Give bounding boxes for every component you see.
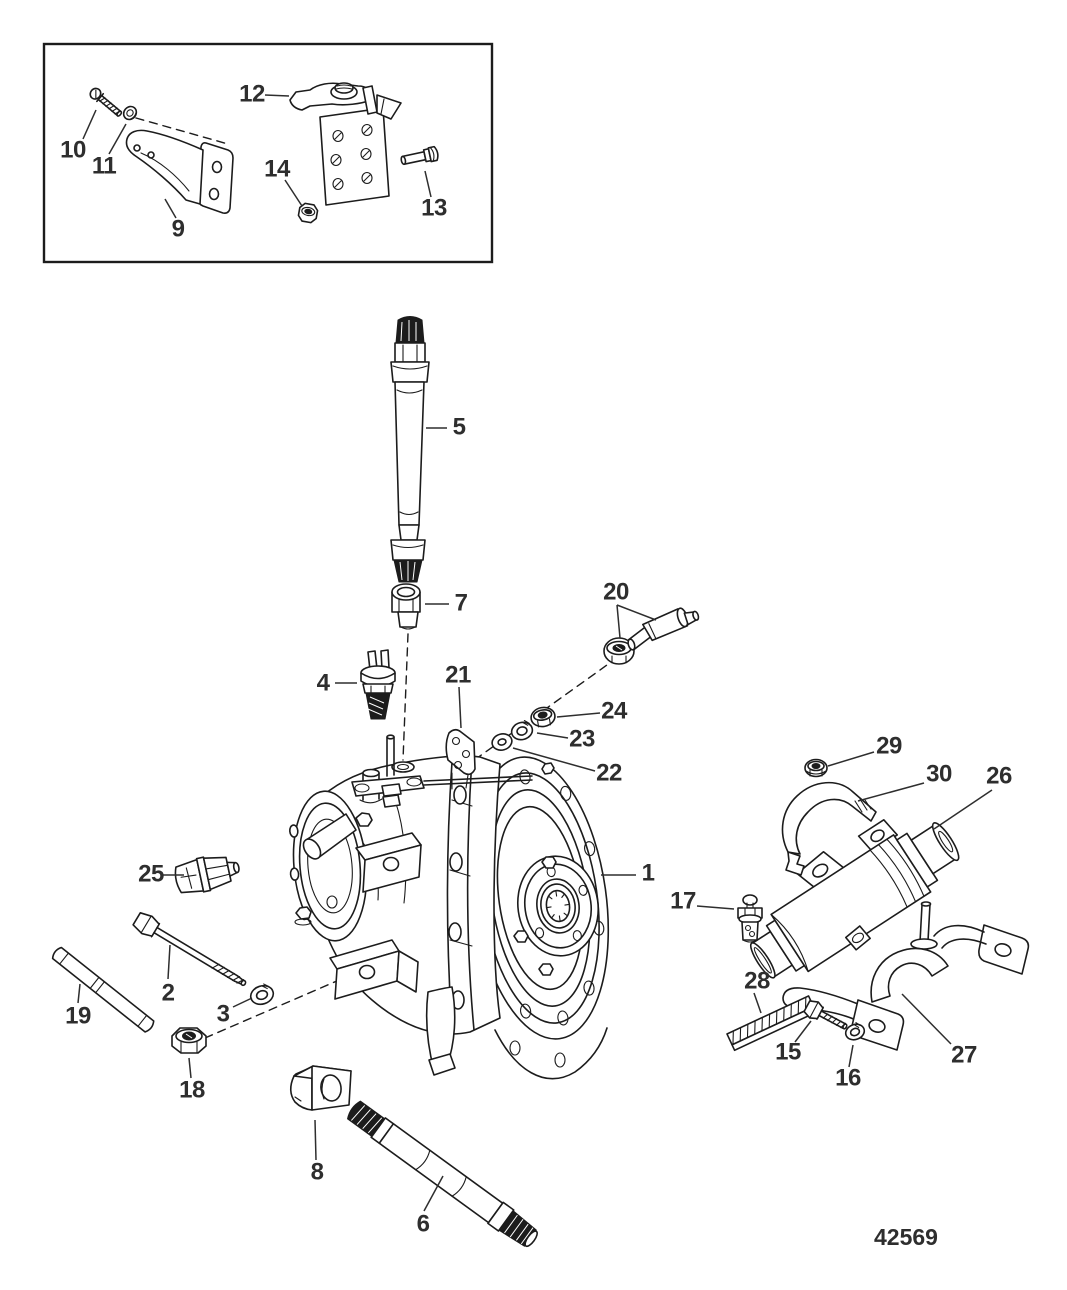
part-2-bolt bbox=[132, 912, 247, 987]
callout-10: 10 bbox=[60, 109, 97, 164]
callout-15: 15 bbox=[775, 1020, 812, 1066]
part-6-fill-tube bbox=[347, 1100, 538, 1248]
callout-7: 7 bbox=[425, 590, 468, 617]
part-28-abrasive-strip bbox=[726, 995, 817, 1052]
callout-1: 1 bbox=[601, 860, 655, 887]
callout-5-label: 5 bbox=[453, 414, 466, 441]
part-26-oil-cooler bbox=[749, 818, 960, 979]
callout-6-label: 6 bbox=[417, 1211, 430, 1238]
part-17-valve-fitting bbox=[737, 894, 763, 943]
callout-2: 2 bbox=[162, 944, 175, 1007]
callout-23-label: 23 bbox=[569, 726, 595, 753]
callout-12-label: 12 bbox=[239, 81, 265, 108]
drawing-number: 42569 bbox=[874, 1224, 938, 1250]
callout-19: 19 bbox=[65, 983, 91, 1030]
callout-14-label: 14 bbox=[264, 156, 291, 183]
callout-5: 5 bbox=[426, 414, 466, 441]
part-29-nut bbox=[804, 758, 828, 778]
callout-20-label: 20 bbox=[603, 579, 629, 606]
callout-26: 26 bbox=[933, 763, 1012, 830]
callout-18: 18 bbox=[179, 1057, 205, 1104]
part-27-bracket bbox=[782, 901, 1030, 1051]
callout-6: 6 bbox=[417, 1175, 444, 1238]
part-4-temperature-sender bbox=[360, 649, 396, 720]
part-18-nut bbox=[171, 1027, 207, 1054]
part-23-lock-washer bbox=[510, 719, 534, 741]
part-21-bracket bbox=[445, 728, 476, 790]
part-11-washer bbox=[122, 105, 138, 121]
callout-23: 23 bbox=[536, 726, 595, 753]
callout-4-label: 4 bbox=[317, 670, 331, 697]
callout-16-label: 16 bbox=[835, 1065, 861, 1092]
callout-21-label: 21 bbox=[445, 662, 471, 689]
part-7-fitting bbox=[391, 583, 421, 630]
callout-27-label: 27 bbox=[951, 1042, 977, 1069]
callout-17: 17 bbox=[670, 888, 735, 915]
callout-13-label: 13 bbox=[421, 195, 447, 222]
part-1-transmission-housing bbox=[288, 734, 610, 1080]
callout-28: 28 bbox=[744, 968, 770, 1014]
callout-22-label: 22 bbox=[596, 760, 622, 787]
part-19-stud bbox=[51, 946, 155, 1033]
part-14-nut bbox=[297, 202, 319, 224]
callout-8-label: 8 bbox=[311, 1159, 324, 1186]
part-13-bolt bbox=[400, 145, 439, 166]
shift-rod bbox=[423, 775, 533, 786]
callout-25: 25 bbox=[138, 861, 184, 888]
callout-2-label: 2 bbox=[162, 980, 175, 1007]
callout-13: 13 bbox=[421, 170, 447, 222]
callout-1-label: 1 bbox=[642, 860, 655, 887]
callout-4: 4 bbox=[317, 670, 357, 697]
callout-7-label: 7 bbox=[455, 590, 468, 617]
part-30-clamp bbox=[781, 781, 877, 876]
callout-16: 16 bbox=[835, 1044, 861, 1092]
part-20-elbow-fitting bbox=[603, 607, 700, 665]
callout-11: 11 bbox=[92, 123, 127, 180]
part-9-bracket bbox=[125, 129, 234, 214]
callout-22: 22 bbox=[512, 747, 622, 787]
part-22-flat-washer bbox=[491, 733, 513, 751]
callout-15-label: 15 bbox=[775, 1039, 801, 1066]
callout-29-label: 29 bbox=[876, 733, 902, 760]
callout-26-label: 26 bbox=[986, 763, 1012, 790]
callout-12: 12 bbox=[239, 81, 290, 108]
callout-19-label: 19 bbox=[65, 1003, 91, 1030]
part-24-nut bbox=[530, 706, 556, 728]
callout-24: 24 bbox=[556, 698, 628, 725]
part-16-lock-washer bbox=[844, 1022, 866, 1041]
callout-27: 27 bbox=[901, 993, 977, 1069]
callouts: 1 2 3 4 5 6 7 8 bbox=[60, 81, 1012, 1238]
part-8-connector-block bbox=[289, 1065, 352, 1111]
callout-18-label: 18 bbox=[179, 1077, 205, 1104]
callout-11-label: 11 bbox=[92, 153, 117, 180]
callout-25-label: 25 bbox=[138, 861, 164, 888]
callout-21: 21 bbox=[445, 662, 471, 729]
callout-14: 14 bbox=[264, 156, 303, 207]
callout-17-label: 17 bbox=[670, 888, 696, 915]
callout-3: 3 bbox=[217, 997, 253, 1028]
callout-9-label: 9 bbox=[172, 216, 185, 243]
callout-3-label: 3 bbox=[217, 1001, 230, 1028]
dashed-line-dipstick bbox=[402, 633, 409, 761]
callout-10-label: 10 bbox=[60, 137, 86, 164]
callout-28-label: 28 bbox=[744, 968, 770, 995]
part-12-shift-lever-assembly bbox=[289, 82, 402, 206]
callout-20: 20 bbox=[603, 579, 657, 639]
part-10-screw bbox=[89, 87, 123, 117]
callout-30-label: 30 bbox=[926, 761, 952, 788]
callout-29: 29 bbox=[827, 733, 902, 767]
callout-8: 8 bbox=[311, 1119, 324, 1186]
part-25-switch bbox=[174, 856, 240, 894]
callout-24-label: 24 bbox=[601, 698, 628, 725]
part-15-bolt bbox=[803, 1000, 848, 1030]
part-3-lock-washer bbox=[249, 983, 275, 1006]
callout-9: 9 bbox=[164, 198, 185, 243]
part-5-dipstick-tube bbox=[390, 316, 430, 583]
callout-30: 30 bbox=[857, 761, 952, 802]
inset-assembly-dashed-line bbox=[135, 117, 229, 145]
